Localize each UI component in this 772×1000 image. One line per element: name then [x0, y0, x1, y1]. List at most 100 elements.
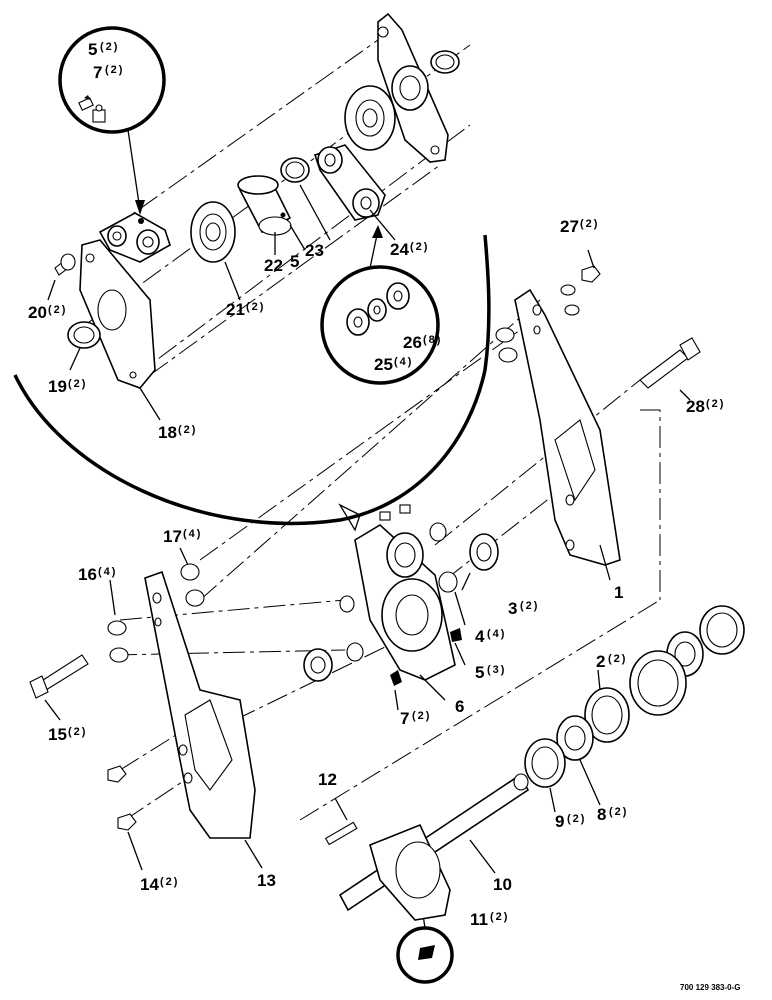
bearing-housing-upper — [98, 212, 171, 263]
callout-7-2: 7 — [400, 709, 409, 728]
callout-26: 26 — [403, 333, 422, 352]
snap-ring-23 — [280, 157, 310, 183]
callout-12: 12 — [318, 770, 337, 789]
callout-21: 21 — [226, 300, 245, 319]
bearing-cone-8 — [556, 715, 594, 761]
callout-28: 28 — [686, 397, 705, 416]
inset-circle-bottom — [396, 894, 454, 984]
svg-text:(2): (2) — [410, 241, 429, 253]
callout-18: 18 — [158, 423, 177, 442]
drawing-number: 700 129 383-0-G — [680, 983, 741, 992]
callout-7-inset: 7 — [93, 63, 102, 82]
svg-text:(4): (4) — [487, 628, 506, 640]
collar-22 — [237, 175, 292, 236]
svg-text:(2): (2) — [105, 64, 124, 76]
nut-14 — [107, 765, 137, 831]
plate-18-hole-bottom — [129, 371, 137, 379]
spacers-plate-1 — [495, 327, 518, 363]
seal-ring-19 — [67, 321, 101, 349]
nut-27 — [560, 265, 601, 316]
link-24 — [313, 144, 386, 221]
bolt-15 — [29, 654, 89, 699]
svg-text:(2): (2) — [567, 813, 586, 825]
callout-11: 11 — [470, 910, 488, 929]
callout-2: 2 — [596, 652, 605, 671]
callout-23: 23 — [305, 241, 324, 260]
svg-text:(4): (4) — [183, 528, 202, 540]
plate-upper-rear — [377, 12, 449, 163]
svg-text:(8): (8) — [423, 334, 442, 346]
seal-upper-right — [430, 50, 460, 74]
callout-6: 6 — [455, 697, 464, 716]
leader-lines — [44, 184, 691, 874]
bolt-28 — [639, 337, 701, 389]
callout-labels: 1 2 (2) 3 (2) 4 (4) 5 (3) 5 (2) 7 (2) 7 … — [28, 40, 725, 929]
spacers-left — [303, 595, 364, 682]
callout-17: 17 — [163, 527, 182, 546]
svg-text:(2): (2) — [68, 726, 87, 738]
callout-20: 20 — [28, 303, 47, 322]
callout-9: 9 — [555, 812, 564, 831]
callout-3: 3 — [508, 599, 517, 618]
callout-14: 14 — [140, 875, 159, 894]
bearing-cup-right — [699, 605, 745, 655]
washer-16 — [107, 620, 129, 663]
svg-text:(2): (2) — [246, 301, 265, 313]
detail-arc-pointer — [338, 503, 361, 532]
callout-19: 19 — [48, 377, 67, 396]
svg-text:(2): (2) — [100, 41, 119, 53]
callout-1: 1 — [614, 583, 623, 602]
bearing-2 — [584, 650, 687, 743]
bushing-3 — [429, 522, 499, 571]
bolt-20 — [54, 253, 76, 276]
detail-arc — [13, 234, 491, 526]
shaft-10 — [338, 773, 530, 921]
svg-text:(2): (2) — [490, 911, 509, 923]
svg-text:(2): (2) — [412, 710, 431, 722]
callout-15: 15 — [48, 725, 67, 744]
svg-text:(2): (2) — [580, 218, 599, 230]
svg-text:(2): (2) — [706, 398, 725, 410]
svg-text:(4): (4) — [98, 566, 117, 578]
svg-text:(2): (2) — [160, 876, 179, 888]
setscrew-small-icon — [78, 95, 94, 111]
setscrew-5 — [450, 628, 462, 642]
callout-4: 4 — [475, 627, 485, 646]
grease-fitting-small-icon — [92, 104, 106, 123]
callout-5-2: 5 — [88, 40, 97, 59]
plate-18-hole-top — [85, 253, 95, 263]
spacer-4 — [438, 571, 458, 593]
bearing-upper-middle — [344, 85, 396, 151]
svg-text:(2): (2) — [68, 378, 87, 390]
callout-16: 16 — [78, 565, 97, 584]
bushing-group-icon — [346, 282, 410, 336]
callout-5-3: 5 — [475, 663, 484, 682]
callout-22: 22 — [264, 256, 283, 275]
plate-1 — [514, 288, 621, 566]
callout-27: 27 — [560, 217, 579, 236]
plate-13 — [144, 570, 256, 839]
svg-text:(2): (2) — [178, 424, 197, 436]
key-12 — [324, 821, 358, 846]
svg-text:(2): (2) — [520, 600, 539, 612]
seal-9 — [524, 738, 566, 788]
svg-text:(2): (2) — [608, 653, 627, 665]
svg-text:(4): (4) — [394, 356, 413, 368]
callout-5-plain: 5 — [290, 252, 299, 271]
svg-text:(2): (2) — [48, 304, 67, 316]
svg-text:(3): (3) — [487, 664, 506, 676]
callout-8: 8 — [597, 805, 606, 824]
svg-text:(2): (2) — [609, 806, 628, 818]
callout-25: 25 — [374, 355, 393, 374]
plate-18-bore — [97, 289, 127, 331]
bearing-housing-6 — [354, 504, 456, 681]
callout-10: 10 — [493, 875, 512, 894]
bearing-21 — [190, 201, 236, 263]
inset-circle-top — [58, 26, 166, 215]
callout-24: 24 — [390, 240, 409, 259]
inset-circle-spacers — [320, 225, 440, 385]
grease-fitting-7 — [390, 670, 402, 686]
spacer-17 — [180, 563, 205, 607]
callout-13: 13 — [257, 871, 276, 890]
